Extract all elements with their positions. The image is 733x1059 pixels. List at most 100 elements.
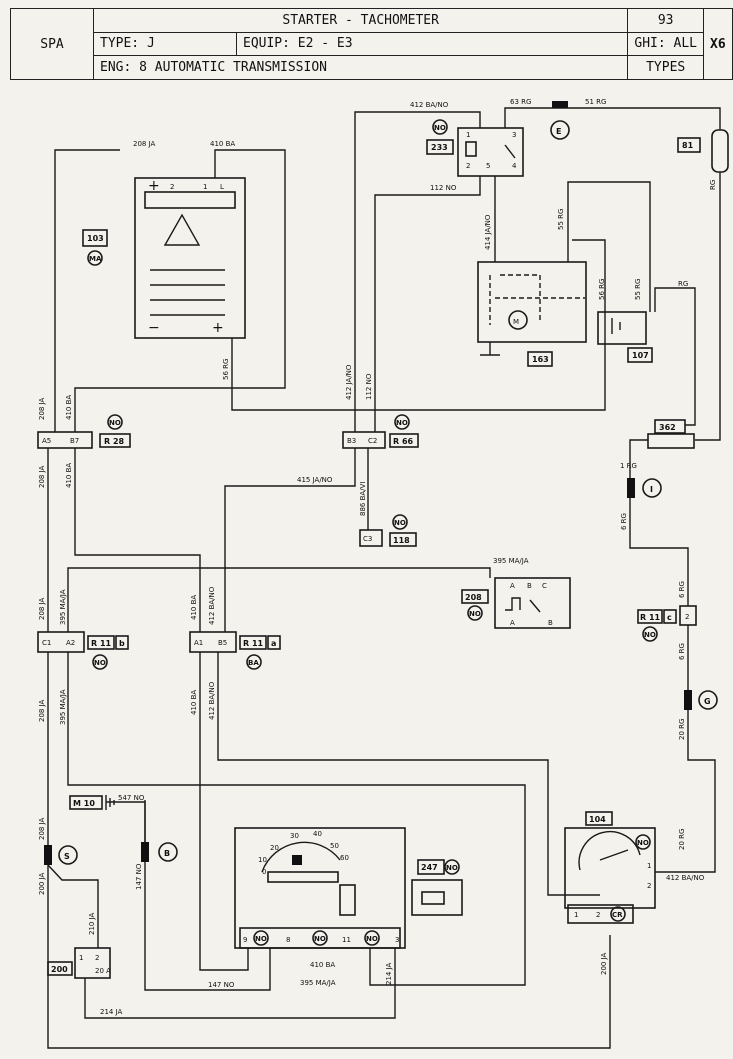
wire-147: [144, 800, 271, 991]
wire-labels: 208 JA 410 BA 412 BA/NO 63 RG 51 RG 112 …: [38, 98, 717, 1016]
wire-label-147-v: 147 NO: [135, 863, 143, 890]
c104-label: 104: [589, 815, 606, 824]
gauge-104: 1 2 1 2 104 NO CR: [564, 811, 656, 924]
wire-55-rg: [567, 181, 651, 312]
battery-107: 107: [597, 311, 653, 363]
r11c-suffix: c: [667, 613, 672, 622]
wire-label-412-v: 412 JA/NO: [345, 364, 353, 400]
ground-m10: M 10: [69, 795, 146, 842]
tachometer: 20 30 40 50 60 10 0 9 8 11 3 NO NO NO: [234, 827, 406, 949]
connector-r11-c: 2 R 11 c NO: [637, 605, 697, 642]
wire-410-low: [199, 652, 249, 971]
wire-label-112-top: 112 NO: [430, 184, 457, 192]
wire-label-395-d: 395 MA/JA: [59, 689, 67, 725]
connector-r66: B3 C2 R 66 NO: [342, 414, 419, 449]
wire-label-410-b: 410 BA: [65, 463, 73, 488]
wire-395-low: [67, 652, 526, 986]
wire-107-362: [654, 287, 696, 426]
fuse-81-label: 81: [682, 141, 694, 150]
wire-label-395-top: 395 MA/JA: [493, 557, 529, 565]
starter-163: M 163: [477, 261, 587, 367]
c208-tag: NO: [469, 610, 481, 618]
connector-r28: A5 B7 R 28 NO: [37, 414, 131, 449]
c247-tag: NO: [446, 864, 458, 872]
wire-label-200-b: 200 JA: [600, 952, 608, 975]
tacho-tag-2: NO: [314, 935, 326, 943]
r11a-tag: BA: [248, 659, 259, 667]
wire-208-top: [54, 149, 120, 432]
c104-pin-2-side: 2: [647, 882, 651, 890]
wire-label-208-b: 208 JA: [38, 465, 46, 488]
r11b-pin-a2: A2: [66, 639, 75, 647]
wire-label-886: 886 BA/VI: [359, 482, 367, 516]
relay-233-pin-4: 4: [512, 162, 517, 170]
relay-233-pin-1: 1: [466, 131, 470, 139]
wire-label-412-d: 412 BA/NO: [208, 681, 216, 720]
wire-label-55b: 55 RG: [634, 279, 642, 300]
c208-pin-a-top: A: [510, 582, 515, 590]
c104-pin-1-bottom: 1: [574, 911, 578, 919]
engine-label: ENG: 8 AUTOMATIC TRANSMISSION: [92, 55, 629, 80]
r11b-pin-c1: C1: [42, 639, 51, 647]
c247-label: 247: [421, 863, 438, 872]
connector-r11-b: C1 A2 R 11 b NO: [37, 631, 129, 670]
r11a-pin-b5: B5: [218, 639, 227, 647]
wire-label-51: 51 RG: [585, 98, 606, 106]
wire-label-6rg-a: 6 RG: [620, 513, 628, 530]
svg-text:L: L: [220, 183, 224, 191]
svg-text:M: M: [513, 318, 519, 326]
wire-410-mid: [74, 448, 201, 632]
wire-label-210: 210 JA: [88, 912, 96, 935]
r11b-suffix: b: [119, 639, 125, 648]
c200-fuse-rating: 20 A: [95, 967, 111, 975]
wire-paths: [47, 107, 721, 1049]
c118-label: 118: [393, 536, 410, 545]
c200-pin-1: 1: [79, 954, 83, 962]
wire-81-362: [695, 172, 721, 441]
wire-label-6rg-b: 6 RG: [678, 581, 686, 598]
section-code: X6: [703, 8, 733, 80]
r66-label: R 66: [393, 437, 414, 446]
wire-412-bottom: [217, 652, 600, 896]
svg-text:−: −: [148, 320, 160, 336]
c208-label: 208: [465, 593, 482, 602]
c208-pin-b-top: B: [527, 582, 532, 590]
wire-label-395-c: 395 MA/JA: [59, 589, 67, 625]
c208-pin-b-bottom: B: [548, 619, 553, 627]
wire-56-rg: [231, 239, 606, 411]
fuse-200: 1 2 20 A 200: [47, 947, 111, 979]
r28-pin-a5: A5: [42, 437, 51, 445]
c118-pin: C3: [363, 535, 372, 543]
wire-label-410-d: 410 BA: [190, 690, 198, 715]
splice-s-label: S: [64, 852, 70, 861]
wire-label-208-a: 208 JA: [38, 397, 46, 420]
r11a-suffix: a: [271, 639, 276, 648]
relay-233-pin-5: 5: [486, 162, 490, 170]
r66-pin-c2: C2: [368, 437, 377, 445]
r11a-pin-a1: A1: [194, 639, 203, 647]
wire-label-410-bottom: 410 BA: [310, 961, 335, 969]
wire-label-200-a: 200 JA: [38, 872, 46, 895]
wire-label-1rg: 1 RG: [620, 462, 637, 470]
r28-pin-b7: B7: [70, 437, 79, 445]
wire-label-208-c: 208 JA: [38, 597, 46, 620]
wire-label-rg-2: RG: [709, 180, 717, 190]
alternator-103-number: 103: [87, 234, 104, 243]
splice-g-label: G: [704, 697, 711, 706]
wire-label-208-d: 208 JA: [38, 699, 46, 722]
ghi-label: GHI: ALL: [627, 31, 704, 57]
r11c-tag: NO: [644, 631, 656, 639]
wire-label-56a: 56 RG: [598, 279, 606, 300]
wire-63-51-rg: [504, 107, 721, 130]
starter-163-label: 163: [532, 355, 549, 364]
c208-pin-c: C: [542, 582, 547, 590]
wire-112-no: [374, 176, 481, 432]
wire-label-395-bottom: 395 MA/JA: [300, 979, 336, 987]
switch-208: A B C A B 208 NO: [461, 577, 571, 629]
wire-214: [84, 948, 396, 1019]
wire-1-6-rg: [629, 439, 689, 606]
wire-200-ja-loop: [47, 865, 611, 1049]
connector-r11-a: A1 B5 R 11 a BA: [189, 631, 281, 670]
svg-text:+: +: [148, 178, 160, 194]
